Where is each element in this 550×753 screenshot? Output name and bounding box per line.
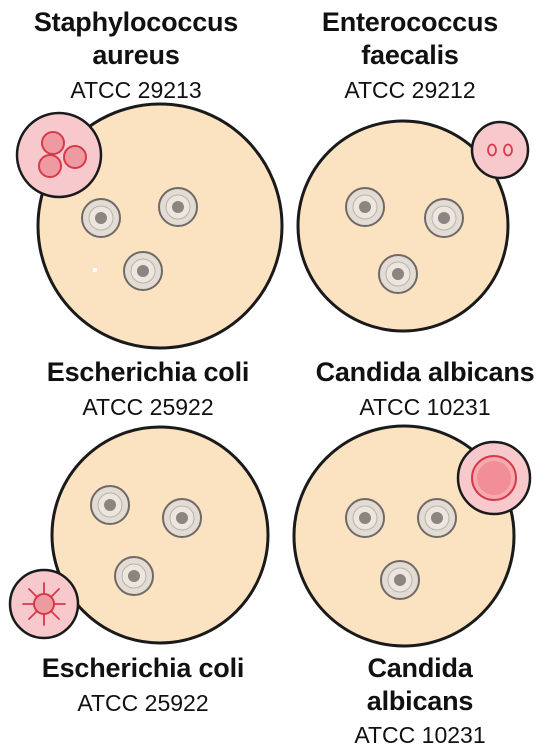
speck — [93, 268, 97, 272]
agar-plate — [50, 425, 270, 645]
petri-plate-staphylococcus — [15, 102, 284, 350]
strain-id: ATCC 10231 — [354, 722, 486, 748]
label-candida-bottom: Candida albicans ATCC 10231 — [300, 652, 540, 750]
well — [378, 254, 418, 294]
well — [417, 498, 457, 538]
strain-id: ATCC 25922 — [82, 394, 214, 420]
label-escherichia-top: Escherichia coli ATCC 25922 — [0, 356, 296, 422]
well — [424, 198, 464, 238]
flagellated-cell-icon — [8, 568, 80, 640]
well — [162, 498, 202, 538]
strain-id: ATCC 29213 — [70, 77, 202, 103]
petri-plate-escherichia — [8, 425, 270, 645]
strain-id: ATCC 10231 — [359, 394, 491, 420]
cocci-cluster-icon — [15, 111, 103, 199]
label-escherichia-bottom: Escherichia coli ATCC 25922 — [0, 652, 286, 718]
well — [345, 498, 385, 538]
well — [114, 556, 154, 596]
well — [158, 187, 198, 227]
organism-name: Escherichia coli — [46, 357, 250, 387]
organism-name: Candida albicans — [315, 357, 535, 387]
yeast-cell-icon — [456, 440, 532, 516]
organism-name-line1: Candida — [367, 653, 473, 683]
organism-name: Enterococcus faecalis — [321, 7, 499, 70]
petri-plate-candida — [292, 424, 532, 648]
organism-name-line2: albicans — [366, 686, 474, 716]
label-candida-top: Candida albicans ATCC 10231 — [290, 356, 550, 422]
strain-id: ATCC 29212 — [344, 77, 476, 103]
label-staphylococcus: Staphylococcus aureus ATCC 29213 — [0, 6, 272, 105]
strain-id: ATCC 25922 — [77, 690, 209, 716]
organism-name: Staphylococcus aureus — [33, 7, 239, 70]
well — [81, 198, 121, 238]
well — [90, 485, 130, 525]
well — [123, 251, 163, 291]
agar-plate — [296, 119, 510, 333]
petri-plate-enterococcus — [296, 119, 530, 333]
organism-name: Escherichia coli — [41, 653, 245, 683]
diplococci-icon — [470, 120, 530, 180]
well — [345, 187, 385, 227]
label-enterococcus: Enterococcus faecalis ATCC 29212 — [280, 6, 540, 105]
well — [380, 560, 420, 600]
